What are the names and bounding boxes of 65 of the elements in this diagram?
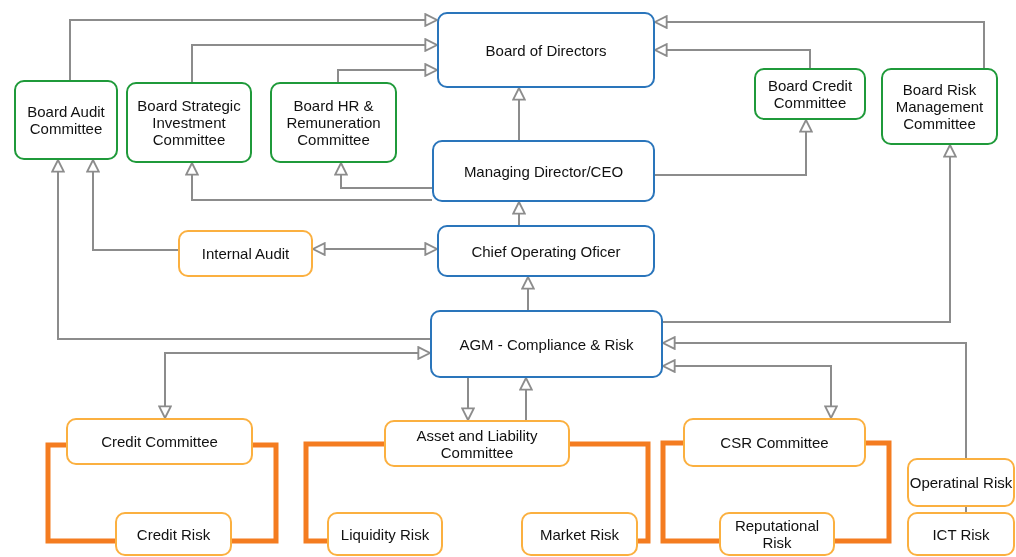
chevron-arrow xyxy=(519,377,533,421)
connector-line xyxy=(835,440,892,544)
connector-line xyxy=(232,442,279,544)
chevron-arrow xyxy=(461,377,475,421)
node-label: Board Credit Committee xyxy=(766,77,854,111)
arrow xyxy=(654,15,985,69)
org-box xyxy=(907,458,1015,507)
node-label: Board Strategic Investment Committee xyxy=(136,97,242,148)
node-label: Board Risk Management Committee xyxy=(894,81,985,132)
org-box xyxy=(430,310,663,378)
chevron-arrow xyxy=(521,276,535,311)
org-box xyxy=(327,512,443,556)
node-label: Asset and Liability Committee xyxy=(415,426,539,461)
org-box xyxy=(14,80,118,160)
org-box xyxy=(521,512,638,556)
arrow xyxy=(158,346,431,419)
arrow xyxy=(191,38,438,83)
arrow xyxy=(662,336,967,459)
node-label: Operatinal Risk xyxy=(909,474,1013,491)
connector-line xyxy=(660,440,719,544)
connector-line xyxy=(965,506,967,513)
arrow xyxy=(334,162,433,189)
arrow xyxy=(185,162,433,201)
org-box xyxy=(437,12,655,88)
node-label: CSR Committee xyxy=(720,434,829,451)
arrow xyxy=(662,144,957,323)
arrow xyxy=(662,359,838,419)
org-box xyxy=(384,420,570,467)
node-label: ICT Risk xyxy=(932,525,990,543)
org-box xyxy=(178,230,313,277)
connector-line xyxy=(570,441,651,544)
node-label: Chief Operating Oficer xyxy=(471,242,621,260)
arrow xyxy=(337,63,438,83)
node-label: Market Risk xyxy=(539,525,620,543)
node-label: Board HR & Remuneration Committee xyxy=(285,97,382,148)
connector-line xyxy=(45,442,115,544)
chevron-arrow xyxy=(512,87,526,141)
node-label: Internal Audit xyxy=(201,245,290,262)
org-box xyxy=(907,512,1015,556)
org-box xyxy=(683,418,866,467)
org-box xyxy=(754,68,866,120)
node-label: AGM - Compliance & Risk xyxy=(459,335,634,353)
node-label: Credit Committee xyxy=(101,433,218,450)
org-box xyxy=(126,82,252,163)
arrow xyxy=(654,43,811,69)
org-box xyxy=(66,418,253,465)
connector-line xyxy=(303,441,384,544)
arrow xyxy=(654,119,813,176)
node-label: Reputational Risk xyxy=(733,517,821,551)
org-box xyxy=(432,140,655,202)
node-label: Board Audit Committee xyxy=(26,103,106,137)
node-label: Board of Directors xyxy=(485,41,607,59)
arrow xyxy=(86,159,179,251)
node-label: Liquidity Risk xyxy=(340,525,430,543)
arrow xyxy=(312,242,438,256)
node-label: Managing Director/CEO xyxy=(463,162,624,180)
org-box xyxy=(270,82,397,163)
org-box xyxy=(719,512,835,556)
chevron-arrow xyxy=(512,201,526,226)
arrow xyxy=(51,159,431,340)
arrow xyxy=(69,13,438,81)
org-box xyxy=(881,68,998,145)
org-box xyxy=(437,225,655,277)
org-box xyxy=(115,512,232,556)
node-label: Credit Risk xyxy=(136,525,211,543)
